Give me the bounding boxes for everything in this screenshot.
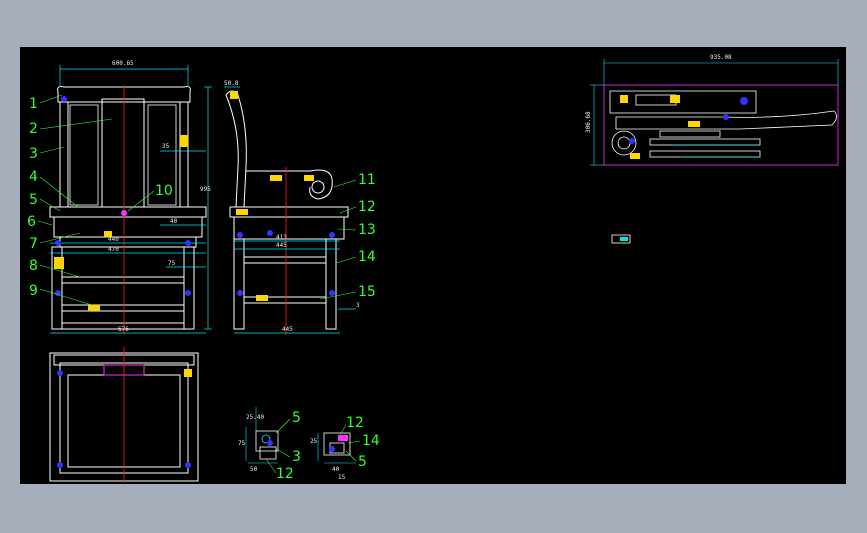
side-dim-445a: 445 — [276, 242, 287, 249]
detail-right: 12 14 5 25 40 15 — [310, 415, 380, 481]
detail-right-label-14: 14 — [362, 433, 380, 449]
detail-left: 5 3 12 25.40 75 50 — [238, 407, 301, 482]
parts-height-dim: 306.68 — [585, 111, 592, 133]
front-joints — [55, 96, 191, 296]
side-dim-413: 413 — [276, 234, 287, 241]
part-label-5: 5 — [29, 192, 38, 208]
front-view — [49, 86, 207, 330]
top-hatches — [184, 369, 192, 377]
detail-left-label-12: 12 — [276, 466, 294, 482]
front-hatches — [54, 135, 188, 311]
part-label-8: 8 — [29, 258, 38, 274]
side-dim-445b: 445 — [282, 326, 293, 333]
front-dim-35: 35 — [162, 143, 170, 150]
detail-left-dim-25: 25.40 — [246, 414, 264, 421]
detail-left-label-5: 5 — [292, 410, 301, 426]
detail-left-dim-50: 50 — [250, 466, 258, 473]
side-dim-texts: 50.8 413 445 445 3 — [224, 80, 360, 333]
front-dim-440: 440 — [108, 236, 119, 243]
side-top-dim: 50.8 — [224, 80, 239, 87]
detail-right-dim-15: 15 — [338, 474, 346, 481]
part-label-11: 11 — [358, 172, 376, 188]
side-dimensions — [224, 86, 356, 334]
detail-right-dim-25: 25 — [310, 438, 318, 445]
part-label-4: 4 — [29, 169, 38, 185]
side-joints — [237, 230, 335, 296]
part-label-15: 15 — [358, 284, 376, 300]
front-dim-40: 40 — [170, 218, 178, 225]
front-leaders — [37, 94, 155, 306]
cad-viewport[interactable]: 1 2 3 4 5 6 7 8 9 10 600.65 995 35 440 4… — [20, 47, 846, 484]
detail-left-label-3: 3 — [292, 449, 301, 465]
front-dim-576: 576 — [118, 326, 129, 333]
detail-left-dim-75: 75 — [238, 440, 246, 447]
part-label-2: 2 — [29, 121, 38, 137]
part-label-7: 7 — [29, 236, 38, 252]
cad-drawing: 1 2 3 4 5 6 7 8 9 10 600.65 995 35 440 4… — [27, 54, 839, 483]
side-dim-3: 3 — [356, 302, 360, 309]
front-part-labels: 1 2 3 4 5 6 7 8 9 10 — [27, 96, 173, 299]
part-label-14: 14 — [358, 249, 376, 265]
front-dim-texts: 600.65 995 35 440 470 576 75 40 — [108, 60, 211, 333]
parts-layout: 935.08 306.68 — [585, 54, 839, 166]
front-height-dim: 995 — [200, 186, 211, 193]
part-label-6: 6 — [27, 214, 36, 230]
detail-right-dim-40: 40 — [332, 466, 340, 473]
front-width-dim: 600.65 — [112, 60, 134, 67]
front-dim-75: 75 — [168, 260, 176, 267]
detail-right-label-12: 12 — [346, 415, 364, 431]
detail-right-label-5: 5 — [358, 454, 367, 470]
parts-width-dim: 935.08 — [710, 54, 732, 61]
small-block — [611, 234, 631, 244]
side-leaders — [319, 179, 357, 300]
part-label-3: 3 — [29, 146, 38, 162]
side-hatches — [230, 91, 314, 301]
front-dim-470: 470 — [108, 246, 119, 253]
part-label-9: 9 — [29, 283, 38, 299]
part-label-10: 10 — [155, 183, 173, 199]
part-label-13: 13 — [358, 222, 376, 238]
side-part-labels: 11 12 13 14 15 — [358, 172, 376, 300]
part-label-1: 1 — [29, 96, 38, 112]
side-view — [225, 90, 349, 330]
front-view-dimensions — [50, 65, 212, 334]
part-label-12: 12 — [358, 199, 376, 215]
